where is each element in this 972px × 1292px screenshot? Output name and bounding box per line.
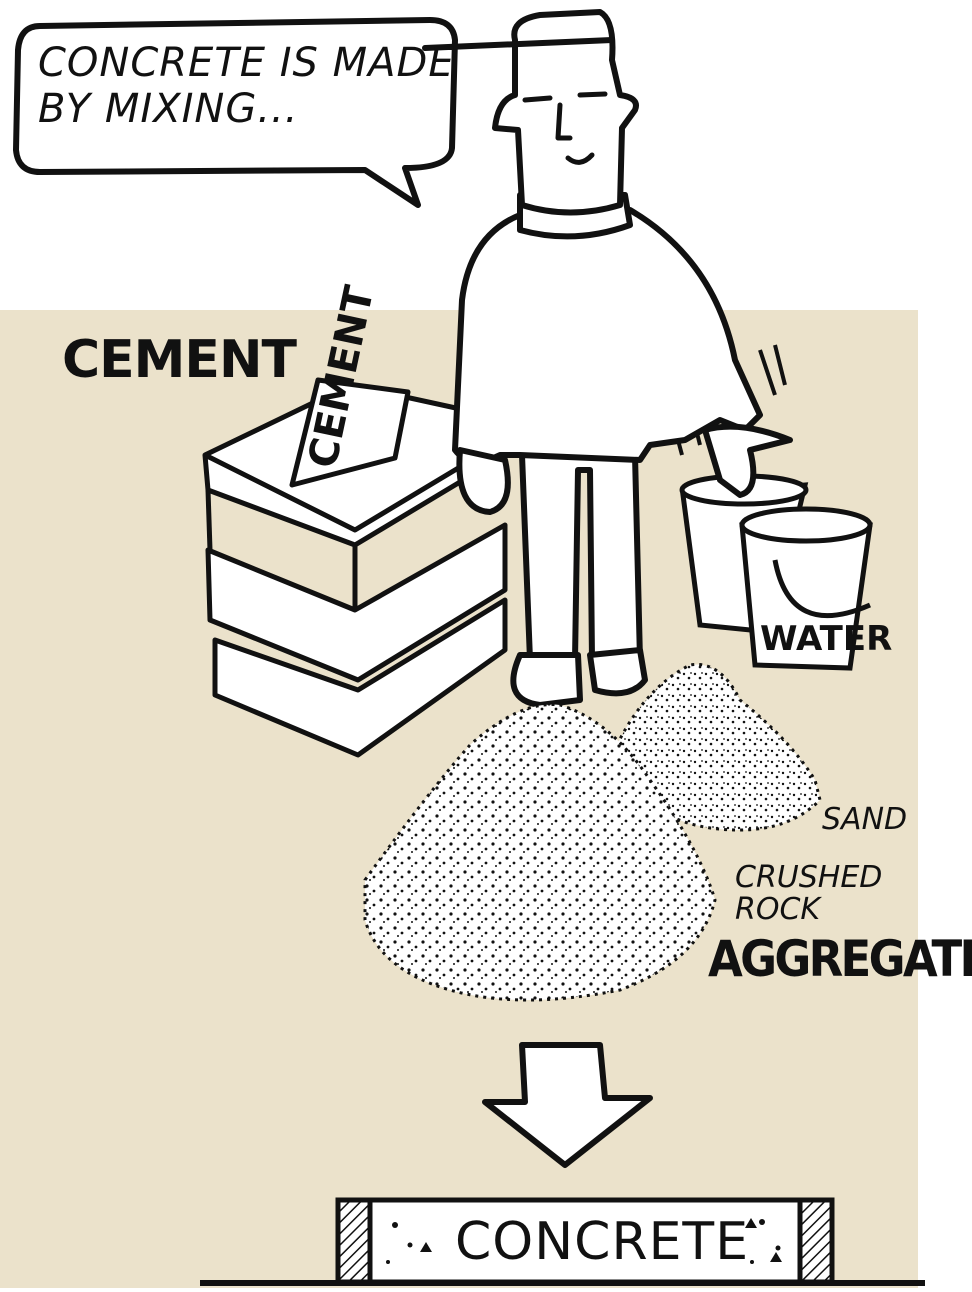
aggregates-label: AGGREGATES <box>708 930 972 988</box>
svg-text:WATER: WATER <box>760 619 892 659</box>
speech-bubble-text: CONCRETE IS MADE BY MIXING... <box>38 40 458 132</box>
sand-label: SAND <box>822 802 907 837</box>
crushed-rock-label: CRUSHED ROCK <box>735 862 915 926</box>
cement-label: CEMENT <box>62 330 296 390</box>
concrete-label: CONCRETE <box>455 1212 749 1272</box>
